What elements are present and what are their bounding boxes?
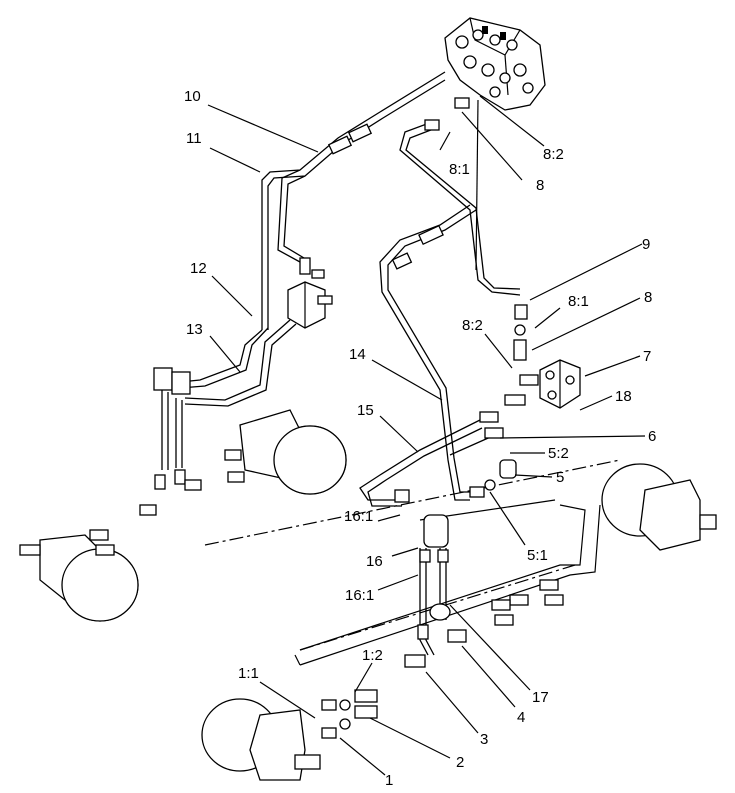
callout-5-1: 5:1 (527, 547, 548, 564)
callout-6: 6 (648, 428, 656, 445)
callout-labels: 10 11 12 13 14 15 16:1 16 16:1 8:2 8:1 8… (184, 88, 656, 789)
callout-7: 7 (643, 348, 651, 365)
callout-14: 14 (349, 346, 366, 363)
fittings (89, 97, 564, 739)
flow-divider-valve (287, 257, 333, 329)
callout-1-2: 1:2 (362, 647, 383, 664)
callout-16-1-upper: 16:1 (344, 508, 373, 525)
hydraulic-motor-left (19, 534, 139, 622)
callout-8-mid: 8 (644, 289, 652, 306)
callout-8-1-top: 8:1 (449, 161, 470, 178)
callout-1: 1 (385, 772, 393, 789)
callout-8-2-mid: 8:2 (462, 317, 483, 334)
callout-15: 15 (357, 402, 374, 419)
hydraulic-motor-right (601, 463, 717, 551)
callout-5-2: 5:2 (548, 445, 569, 462)
relief-valve (504, 359, 581, 409)
hydraulic-motor-bottom (201, 698, 321, 781)
callout-13: 13 (186, 321, 203, 338)
callout-8-top: 8 (536, 177, 544, 194)
callout-3: 3 (480, 731, 488, 748)
callout-2: 2 (456, 754, 464, 771)
callout-10: 10 (184, 88, 201, 105)
callout-18: 18 (615, 388, 632, 405)
callout-16-1-lower: 16:1 (345, 587, 374, 604)
callout-8-2-top: 8:2 (543, 146, 564, 163)
callout-9: 9 (642, 236, 650, 253)
control-valve (444, 17, 546, 111)
leader-lines (207, 95, 646, 776)
callout-1-1: 1:1 (238, 665, 259, 682)
callout-12: 12 (190, 260, 207, 277)
callout-4: 4 (517, 709, 525, 726)
callout-11: 11 (186, 130, 202, 147)
callout-8-1-mid: 8:1 (568, 293, 589, 310)
callout-5: 5 (556, 469, 564, 486)
callout-16: 16 (366, 553, 383, 570)
hydraulic-motor-mid (239, 409, 347, 495)
callout-17: 17 (532, 689, 549, 706)
